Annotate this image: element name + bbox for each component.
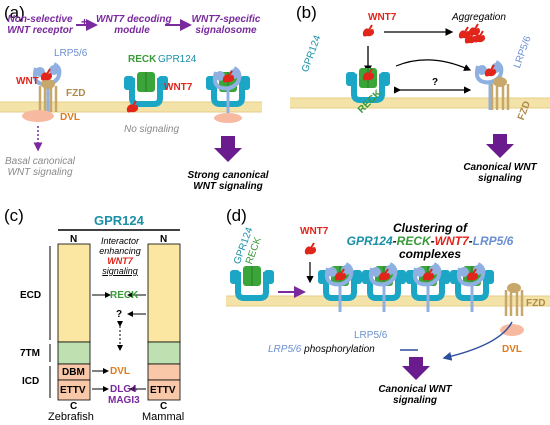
basal-signaling-label: Basal canonical WNT signaling [4, 156, 76, 178]
panel-a-receptor-header: Non-selective WNT receptor [2, 14, 78, 36]
module-header-line1: WNT7 decoding [96, 14, 172, 25]
complex-dash-1: - [392, 234, 397, 248]
interactor-note: Interactor enhancing WNT7 signaling [92, 236, 148, 276]
interactor-line2: enhancing [99, 246, 141, 256]
module-header-line2: module [114, 25, 150, 36]
domain-icd: ICD [22, 376, 40, 387]
receptor-header-line2: WNT receptor [7, 25, 73, 36]
panel-c-question: ? [116, 309, 123, 320]
dbm-label: DBM [62, 367, 85, 378]
c-terminus-left: C [70, 401, 78, 412]
complex-wnt7: WNT7 [434, 234, 469, 248]
mammal-label: Mammal [142, 411, 185, 423]
panel-c-reck-label: RECK [110, 290, 139, 301]
panel-c-label: (c) [4, 206, 24, 225]
receptor-header-line1: Non-selective [7, 14, 73, 25]
result-header-line1: WNT7-specific [191, 14, 261, 25]
panel-c-dvl-label: DVL [110, 366, 130, 377]
domain-ecd: ECD [20, 290, 42, 301]
panel-b-question: ? [432, 77, 439, 88]
basal-line2: WNT signaling [7, 167, 73, 178]
panel-a-module-header: WNT7 decoding module [96, 14, 172, 36]
interactor-line4: signaling [102, 266, 138, 276]
no-signaling-label: No signaling [124, 124, 180, 135]
panel-d-label: (d) [226, 206, 247, 225]
panel-a-graphics [0, 19, 262, 162]
complex-gpr124: GPR124 [346, 234, 393, 248]
interactor-line3: WNT7 [107, 256, 133, 266]
domain-7tm: 7TM [20, 348, 40, 359]
phosphorylation-label: LRP5/6 phosphorylation [268, 344, 375, 355]
clustering-line1: Clustering of [393, 221, 467, 235]
panel-d-fzd-label: FZD [526, 298, 546, 309]
panel-d-result-label: Canonical WNT signaling [360, 384, 470, 406]
interactor-line1: Interactor [100, 236, 140, 246]
panel-d-dvl-label: DVL [502, 344, 522, 355]
panel-b-result-label: Canonical WNT signaling [450, 162, 550, 184]
panel-b-result-line2: signaling [478, 173, 522, 184]
clustering-title: Clustering of GPR124-RECK-WNT7-LRP5/6 co… [330, 222, 530, 261]
panel-a-gpr124-label: GPR124 [158, 54, 197, 65]
n-terminus-left: N [70, 234, 78, 245]
panel-d-graphics [226, 242, 550, 380]
strong-line1: Strong canonical [187, 170, 269, 181]
panel-d-wnt7-label: WNT7 [300, 226, 329, 237]
complex-lrp: LRP5/6 [472, 234, 514, 248]
phos-text: phosphorylation [301, 344, 375, 355]
magi3-label: MAGI3 [108, 395, 140, 406]
panel-c-title: GPR124 [94, 213, 144, 228]
panel-b-label: (b) [296, 3, 317, 22]
basal-line1: Basal canonical [4, 156, 76, 167]
c-terminus-right: C [160, 401, 168, 412]
complex-dash-2: - [430, 234, 435, 248]
panel-a-fzd-label: FZD [66, 88, 86, 99]
complex-dash-3: - [468, 234, 473, 248]
result-header-line2: signalosome [195, 25, 257, 36]
panel-a-wnt7-label: WNT7 [164, 82, 193, 93]
panel-a-result-header: WNT7-specific signalosome [190, 14, 262, 36]
strong-line2: WNT signaling [193, 181, 263, 192]
panel-b-result-line1: Canonical WNT [463, 162, 537, 173]
panel-a-lrp-label: LRP5/6 [54, 48, 88, 59]
clustering-line3: complexes [398, 247, 462, 261]
panel-a-label: (a) [4, 3, 25, 22]
panel-d-result-line1: Canonical WNT [378, 384, 452, 395]
panel-a-wnt-label: WNT [16, 76, 39, 87]
panel-a-dvl-label: DVL [60, 112, 80, 123]
panel-d-lrp-label: LRP5/6 [354, 330, 388, 341]
clustering-line2: GPR124-RECK-WNT7-LRP5/6 [330, 235, 530, 248]
ettv-right-label: ETTV [150, 385, 176, 396]
panel-d-result-line2: signaling [393, 395, 437, 406]
aggregation-label: Aggregation [452, 12, 506, 23]
zebrafish-label: Zebrafish [48, 411, 94, 423]
strong-signaling-label: Strong canonical WNT signaling [184, 170, 272, 192]
plus-sign: + [81, 15, 89, 29]
panel-b-wnt7-label: WNT7 [368, 12, 397, 23]
complex-reck: RECK [396, 234, 431, 248]
n-terminus-right: N [160, 234, 168, 245]
panel-a-reck-label: RECK [128, 54, 157, 65]
panel-b-graphics [290, 23, 550, 158]
phos-lrp: LRP5/6 [268, 344, 302, 355]
ettv-left-label: ETTV [60, 385, 86, 396]
dlg4-label: DLG4 [110, 384, 137, 395]
panel-c-graphics [49, 229, 181, 401]
